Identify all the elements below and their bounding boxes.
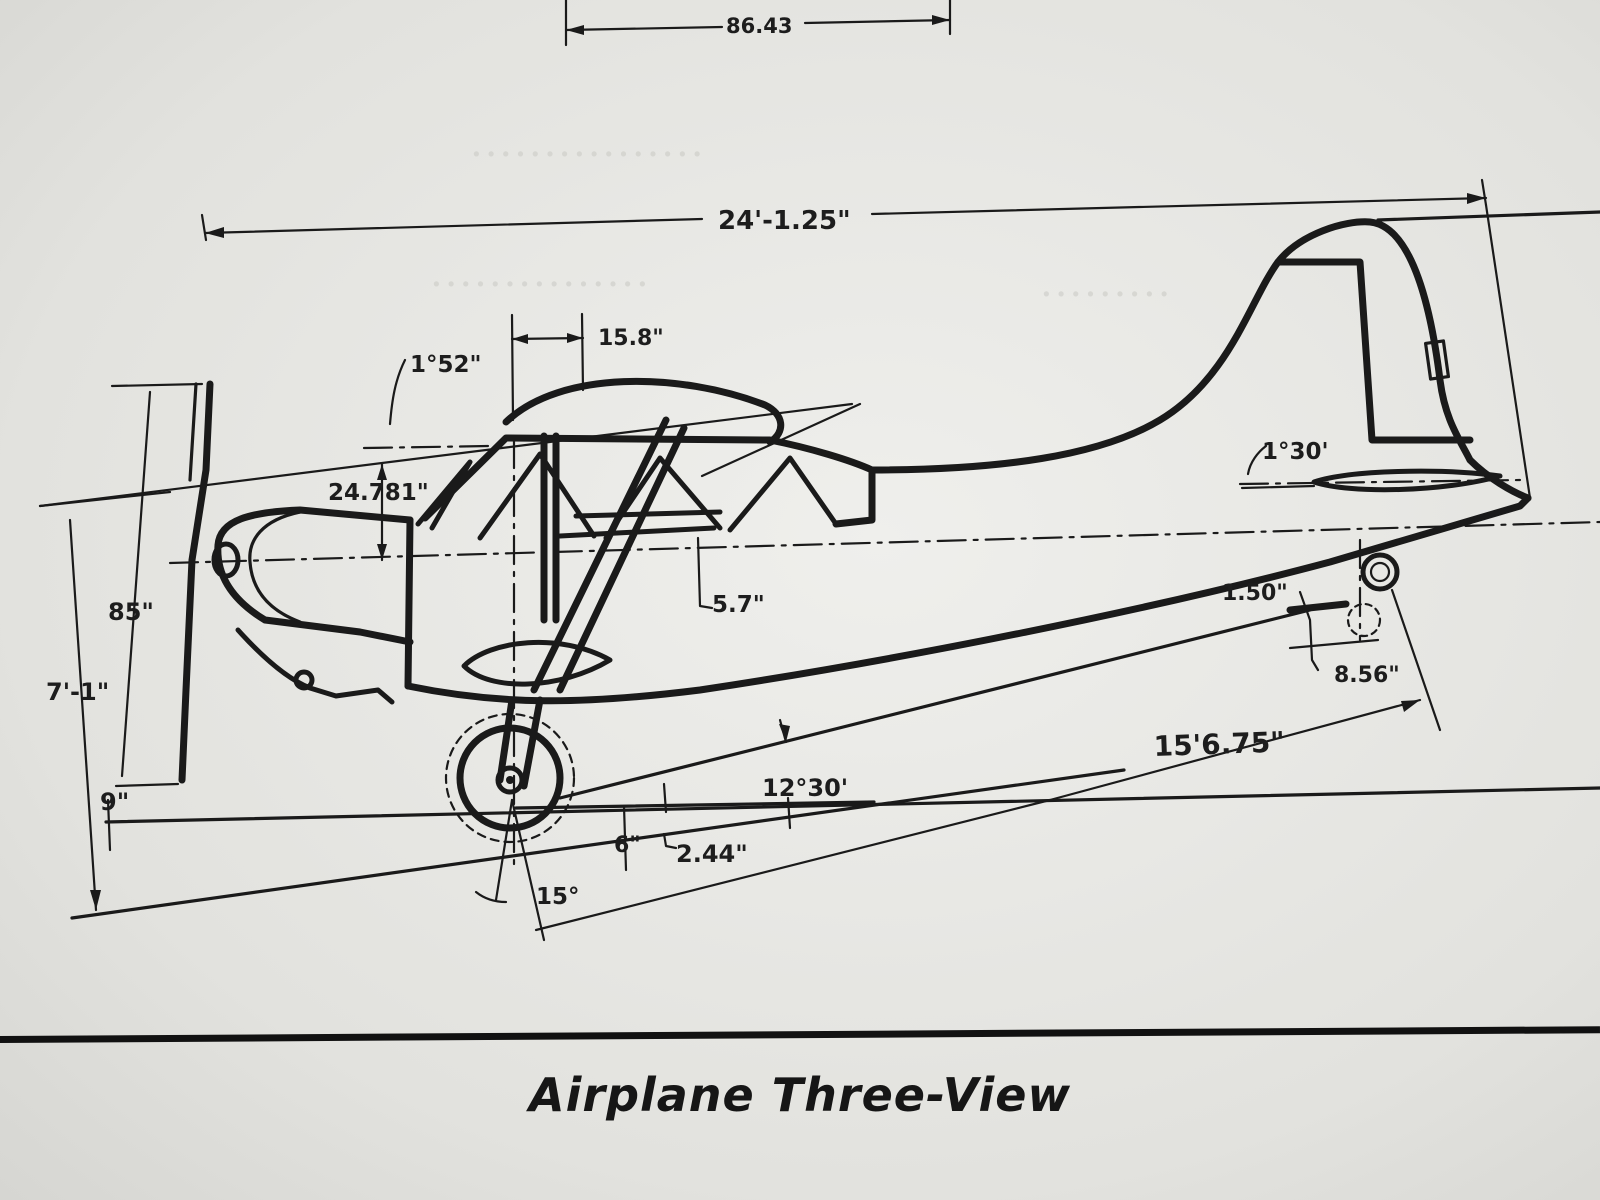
wing-height-dimension: 24.781" — [328, 462, 429, 562]
overall-height-dimension: 7'-1" 9" — [38, 490, 172, 912]
axle-height-label: 6" — [614, 833, 641, 858]
ground-lines: 12°30' — [70, 608, 1600, 920]
windshield-width-dimension: 15.8" — [510, 312, 664, 422]
wing-height-label: 24.781" — [328, 480, 429, 506]
tipback-angle-label: 12°30' — [762, 774, 848, 802]
axle-offset-label: 2.44" — [676, 840, 748, 868]
reference-lines — [168, 438, 1600, 872]
figure-caption: Airplane Three-View — [529, 1068, 1071, 1122]
strut-offset-label: 5.7" — [712, 592, 765, 618]
overall-length-dimension: 24'-1.25" — [200, 178, 1600, 500]
bleed-through-text: ................ — [470, 120, 706, 166]
bleed-through-text: ............... — [430, 250, 651, 296]
wheelbase-label: 15'6.75" — [1153, 725, 1285, 763]
windshield-width-label: 15.8" — [598, 326, 664, 351]
windshield-angle-dimension: 1°52" — [38, 352, 854, 508]
prop-diameter-label: 85" — [108, 598, 154, 626]
horizontal-stabilizer: 1°30' — [1240, 439, 1503, 493]
main-gear: 15° — [444, 696, 580, 942]
side-view-drawing: 86.43 24'-1.25" 85" — [38, 0, 1600, 942]
top-span-label: 86.43 — [726, 14, 792, 38]
windshield-angle-label: 1°52" — [410, 352, 482, 378]
stab-incidence-label: 1°30' — [1262, 439, 1329, 465]
tailwheel-offset-label: 8.56" — [1334, 663, 1400, 688]
tailwheel: 1.50" 8.56" — [1222, 552, 1442, 732]
top-span-dimension: 86.43 — [564, 0, 952, 47]
strut-offset-dimension: 5.7" — [696, 536, 765, 618]
ground-clearance-label: 9" — [100, 788, 129, 816]
axle-dimension: 6" 2.44" — [614, 782, 748, 872]
wheel-angle-label: 15° — [536, 884, 580, 910]
fuselage — [211, 218, 1532, 705]
tail-offset-label: 1.50" — [1222, 581, 1288, 606]
propeller: 85" — [108, 380, 214, 788]
wheelbase-dimension: 15'6.75" — [534, 698, 1422, 932]
overall-length-label: 24'-1.25" — [718, 206, 851, 236]
bleed-through-text: ......... — [1040, 260, 1173, 306]
overall-height-label: 7'-1" — [46, 678, 109, 706]
page-divider-rule — [0, 1026, 1600, 1043]
